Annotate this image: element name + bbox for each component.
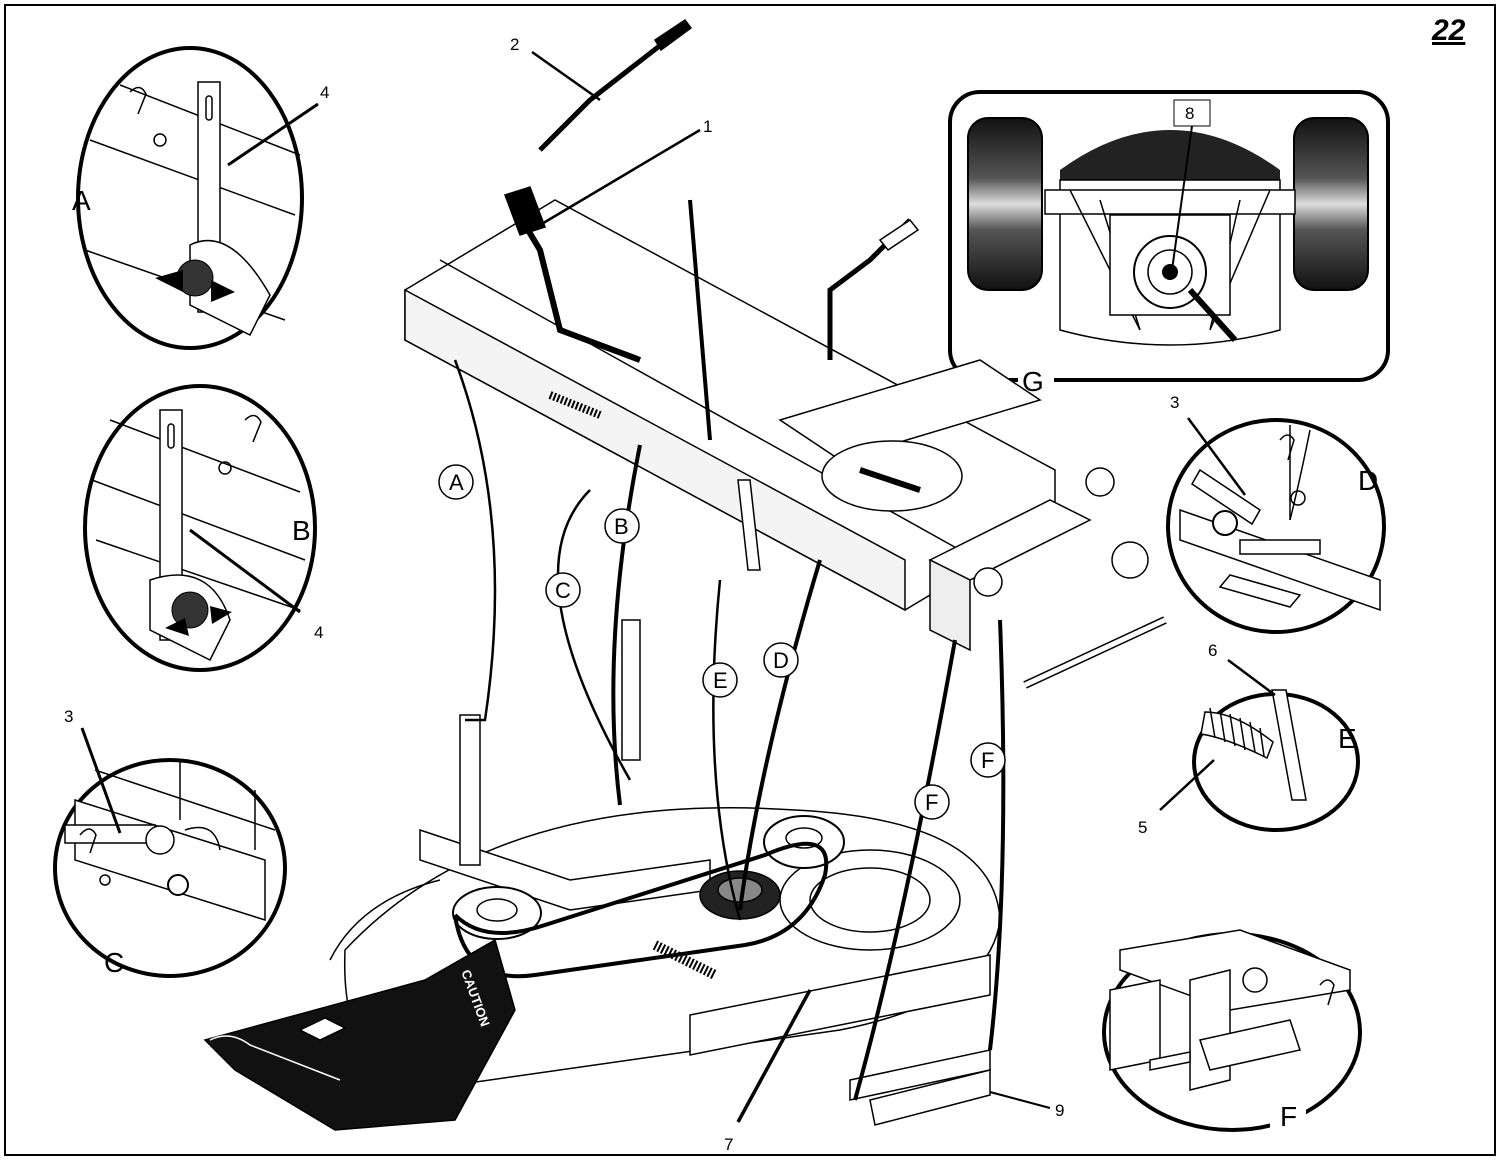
detail-letter-b: B bbox=[292, 515, 311, 546]
detail-letter-f: F bbox=[1280, 1101, 1297, 1132]
part-number-7: 7 bbox=[724, 1135, 733, 1154]
route-callout-c: C bbox=[545, 572, 581, 608]
svg-text:E: E bbox=[713, 668, 728, 693]
svg-text:D: D bbox=[773, 648, 789, 673]
part-number-1: 1 bbox=[703, 117, 712, 136]
part-number-2: 2 bbox=[510, 35, 519, 54]
route-callout-d: D bbox=[763, 642, 799, 678]
part-number-8: 8 bbox=[1185, 104, 1194, 123]
page-frame bbox=[4, 4, 1496, 1156]
detail-e: E 6 5 bbox=[1138, 641, 1360, 837]
detail-b: B 4 bbox=[83, 384, 323, 672]
part-number-4a: 4 bbox=[320, 83, 329, 102]
detail-letter-d: D bbox=[1358, 465, 1378, 496]
svg-text:F: F bbox=[925, 790, 938, 815]
part-number-3b: 3 bbox=[1170, 393, 1179, 412]
page-number: 22 bbox=[1432, 14, 1466, 47]
main-assembly: CAUTION bbox=[203, 18, 1167, 1131]
detail-letter-e: E bbox=[1338, 723, 1357, 754]
route-callout-e: E bbox=[702, 662, 738, 698]
detail-letter-c: C bbox=[104, 947, 124, 978]
detail-g: 8 G bbox=[948, 90, 1390, 397]
detail-a: A 4 bbox=[72, 46, 329, 350]
detail-d: D 3 bbox=[1166, 393, 1386, 634]
part-number-9: 9 bbox=[1055, 1101, 1064, 1120]
svg-text:A: A bbox=[449, 470, 464, 495]
svg-text:B: B bbox=[614, 514, 629, 539]
part-number-6: 6 bbox=[1208, 641, 1217, 660]
route-callout-f1: F bbox=[970, 742, 1006, 778]
detail-f: F bbox=[1102, 929, 1362, 1132]
detail-letter-a: A bbox=[72, 185, 91, 216]
route-callout-f2: F bbox=[914, 784, 950, 820]
routing-lines bbox=[453, 359, 1006, 1101]
part-number-5: 5 bbox=[1138, 818, 1147, 837]
svg-text:F: F bbox=[981, 748, 994, 773]
svg-text:C: C bbox=[555, 578, 571, 603]
part-number-4b: 4 bbox=[314, 623, 323, 642]
route-callout-a: A bbox=[438, 464, 474, 500]
detail-c: C 3 bbox=[53, 707, 287, 978]
detail-letter-g: G bbox=[1022, 366, 1044, 397]
part-number-3a: 3 bbox=[64, 707, 73, 726]
route-callout-b: B bbox=[604, 508, 640, 544]
